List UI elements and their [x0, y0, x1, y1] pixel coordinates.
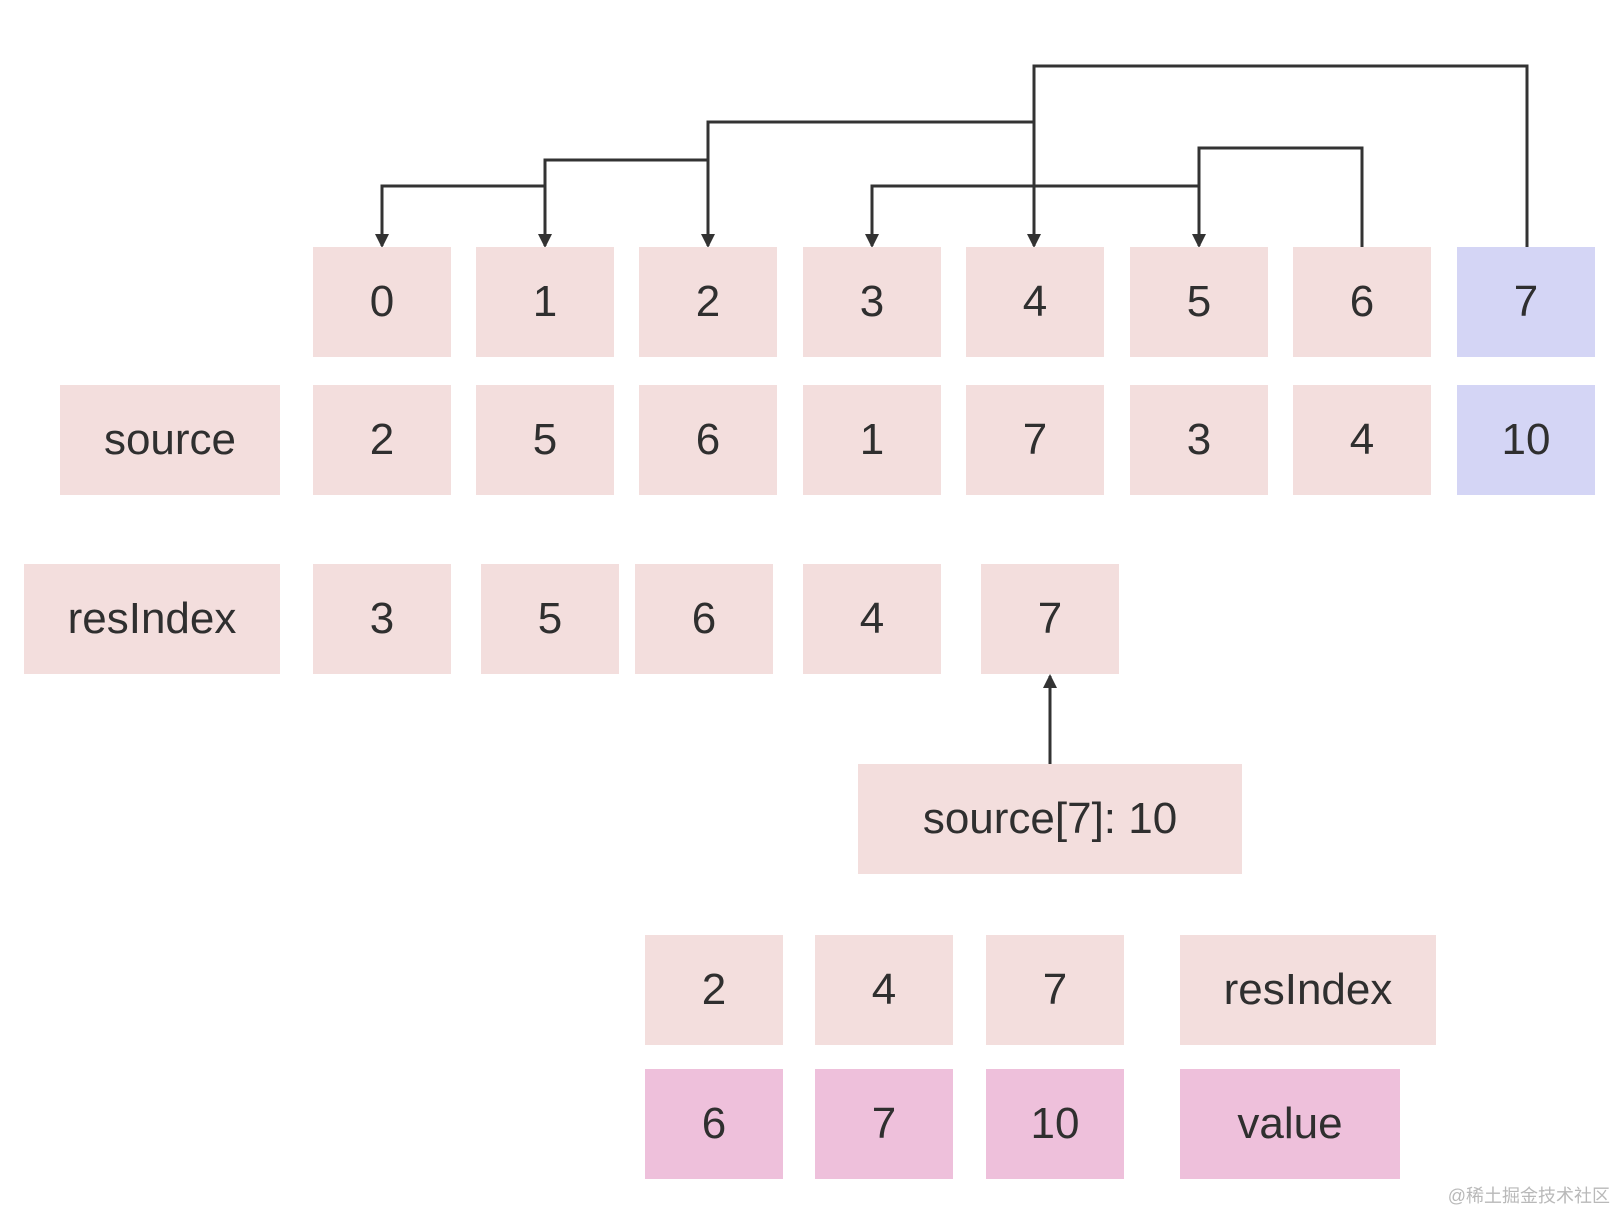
resindex-cell-3: 4	[803, 564, 941, 674]
arrow-5-to-3	[865, 184, 1199, 248]
index-cell-1: 1	[476, 247, 614, 357]
index-cell-5: 5	[1130, 247, 1268, 357]
result-index-cell-1: 4	[815, 935, 953, 1045]
resindex-cell-1: 5	[481, 564, 619, 674]
arrow-2-to-1	[538, 158, 708, 248]
result-value-cell-1: 7	[815, 1069, 953, 1179]
result-index-cell-0: 2	[645, 935, 783, 1045]
arrow-1-to-0	[375, 184, 545, 248]
watermark: @稀土掘金技术社区	[1447, 1186, 1610, 1206]
resindex-cell-2: 6	[635, 564, 773, 674]
source-cell-6: 4	[1293, 385, 1431, 495]
arrow-4-to-2	[701, 120, 1034, 248]
resindex-cell-0: 3	[313, 564, 451, 674]
result-value-label: value	[1180, 1069, 1400, 1179]
result-value-cell-0: 6	[645, 1069, 783, 1179]
index-cell-0: 0	[313, 247, 451, 357]
result-index-cell-2: 7	[986, 935, 1124, 1045]
source-cell-3: 1	[803, 385, 941, 495]
index-cell-3: 3	[803, 247, 941, 357]
index-cell-4: 4	[966, 247, 1104, 357]
arrow-6-to-5	[1192, 146, 1364, 248]
current-item-box: source[7]: 10	[858, 764, 1242, 874]
source-cell-4: 7	[966, 385, 1104, 495]
source-cell-0: 2	[313, 385, 451, 495]
result-index-label: resIndex	[1180, 935, 1436, 1045]
resindex-cell-4: 7	[981, 564, 1119, 674]
source-cell-5: 3	[1130, 385, 1268, 495]
index-cell-6: 6	[1293, 247, 1431, 357]
arrow-7-to-4	[1027, 64, 1529, 248]
source-label: source	[60, 385, 280, 495]
source-cell-1: 5	[476, 385, 614, 495]
index-cell-2: 2	[639, 247, 777, 357]
source-cell-7: 10	[1457, 385, 1595, 495]
result-value-cell-2: 10	[986, 1069, 1124, 1179]
index-cell-7: 7	[1457, 247, 1595, 357]
resindex-label: resIndex	[24, 564, 280, 674]
source-cell-2: 6	[639, 385, 777, 495]
